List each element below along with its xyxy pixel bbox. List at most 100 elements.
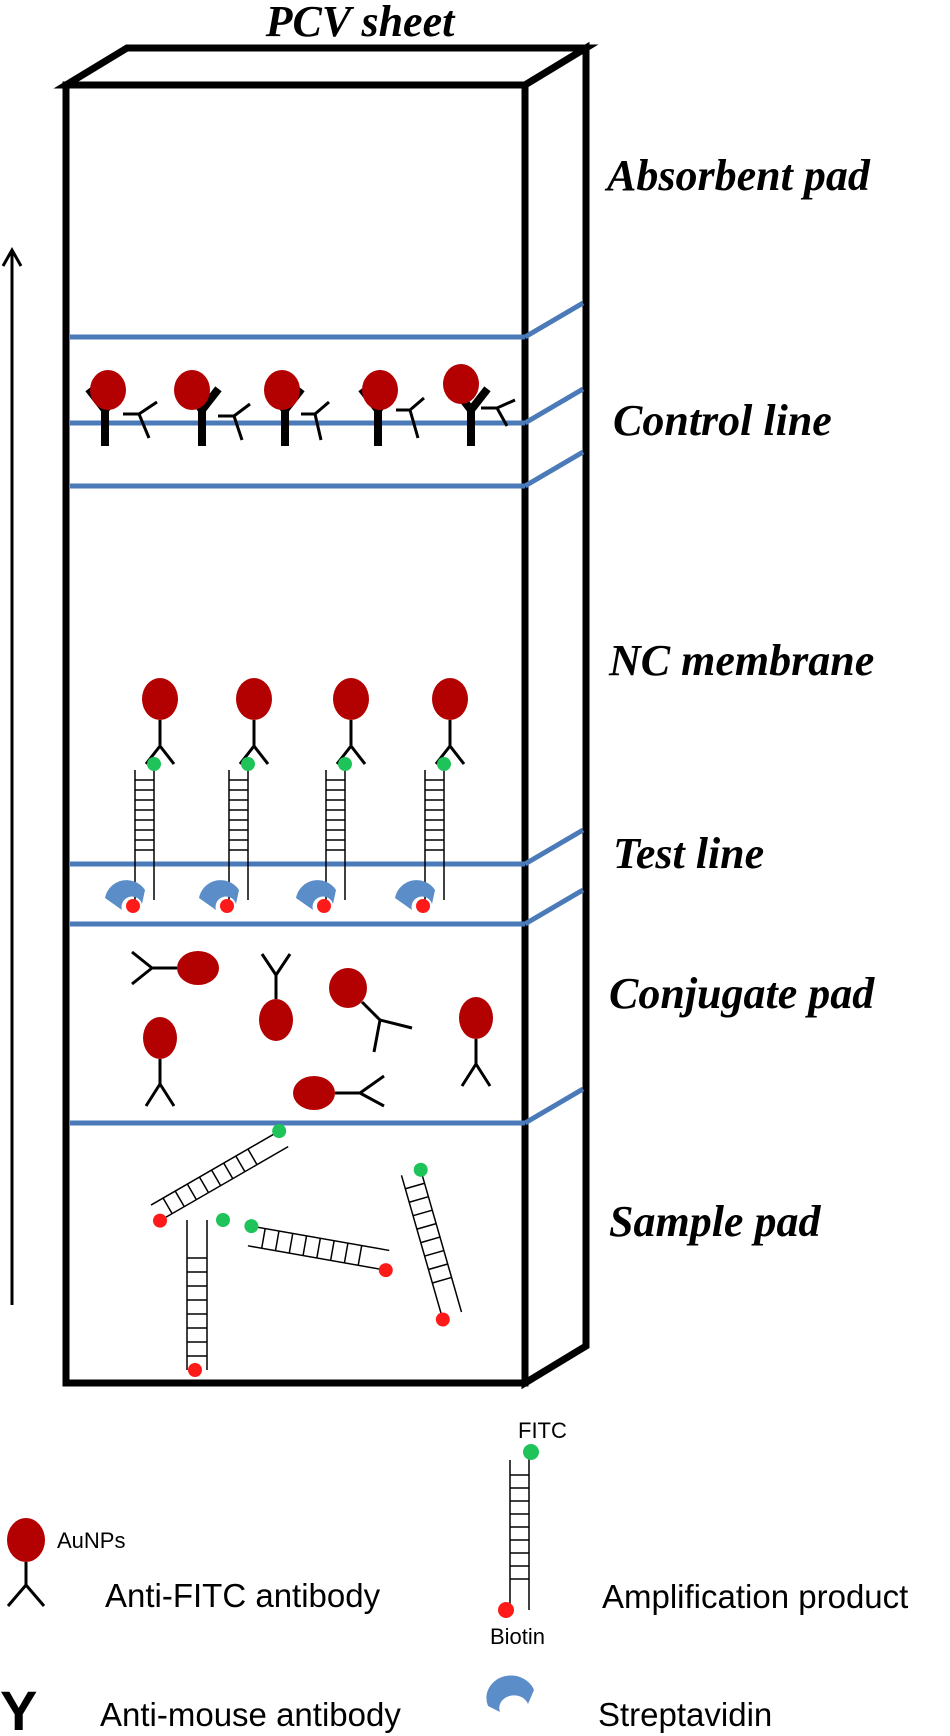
anti-fitc-antibody-icon — [123, 400, 158, 439]
streptavidin-icon — [395, 880, 435, 910]
amplification-product-icon — [134, 768, 155, 900]
fitc-dot — [338, 757, 352, 771]
strip-top-face — [53, 44, 599, 89]
biotin-dot — [126, 899, 140, 913]
label-absorbent-pad: Absorbent pad — [604, 151, 871, 200]
gold-nanoparticle-icon — [259, 999, 293, 1041]
amplification-product-icon — [400, 1162, 463, 1327]
legend-anti-mouse-label: Anti-mouse antibody — [100, 1696, 401, 1733]
amplification-product-icon — [150, 1124, 289, 1228]
conjugate-pad-particles — [131, 950, 493, 1110]
sample-pad-amplicons — [150, 1124, 463, 1377]
fitc-dot — [272, 1124, 287, 1139]
gold-nanoparticle-icon — [236, 678, 272, 720]
strip-front-face — [62, 81, 529, 1387]
conjugate-particle — [293, 1074, 385, 1110]
streptavidin-icon — [199, 880, 239, 910]
legend-fitc-dot — [523, 1444, 539, 1460]
legend-biotin-dot — [498, 1602, 514, 1618]
gold-nanoparticle-icon — [293, 1076, 335, 1110]
gold-nanoparticle-icon — [177, 951, 219, 985]
gold-nanoparticle-icon — [362, 370, 398, 410]
amplification-product-icon — [325, 768, 346, 900]
fitc-dot — [413, 1162, 428, 1177]
legend-anti-mouse-antibody-icon: Y — [0, 1679, 37, 1736]
gold-nanoparticle-icon — [142, 678, 178, 720]
anti-fitc-antibody-icon — [481, 398, 516, 427]
test-complex — [296, 678, 369, 913]
biotin-dot — [317, 899, 331, 913]
legend-streptavidin-label: Streptavidin — [598, 1696, 772, 1733]
legend-biotin-label: Biotin — [490, 1624, 545, 1649]
zone-line-absorbent-side — [523, 300, 585, 340]
legend-gold-nanoparticle-icon — [7, 1518, 45, 1562]
conjugate-particle — [143, 1017, 177, 1107]
control-complex — [443, 364, 516, 446]
anti-fitc-antibody-icon — [218, 402, 251, 441]
zone-line-conjugate-bottom-side — [523, 1086, 585, 1126]
label-nc-membrane: NC membrane — [608, 636, 874, 685]
amplification-product-icon — [244, 1219, 393, 1278]
label-conjugate-pad: Conjugate pad — [609, 969, 875, 1018]
gold-nanoparticle-icon — [432, 678, 468, 720]
legend-amplification-label: Amplification product — [602, 1578, 908, 1615]
amplification-product-icon — [186, 1213, 230, 1377]
label-sample-pad: Sample pad — [609, 1197, 821, 1246]
control-complex — [174, 370, 251, 446]
legend-aunps-label: AuNPs — [57, 1528, 125, 1553]
legend-anti-fitc-label: Anti-FITC antibody — [105, 1577, 381, 1614]
legend-fitc-label: FITC — [518, 1418, 567, 1443]
strip-box — [53, 41, 599, 1390]
zone-line-test-top-side — [523, 827, 585, 867]
conjugate-particle — [459, 997, 493, 1087]
test-complex — [105, 678, 178, 913]
legend-amplification-product-icon — [509, 1453, 530, 1610]
fitc-dot — [216, 1213, 230, 1227]
title-pcv-sheet: PCV sheet — [265, 0, 456, 46]
gold-nanoparticle-icon — [329, 968, 367, 1008]
zone-lines — [70, 300, 585, 1126]
gold-nanoparticle-icon — [90, 370, 126, 410]
zone-line-test-bottom-side — [523, 887, 585, 927]
amplification-product-icon — [228, 768, 249, 900]
biotin-dot — [220, 899, 234, 913]
streptavidin-icon — [105, 880, 145, 910]
anti-fitc-antibody-icon — [396, 396, 425, 439]
legend-anti-fitc-antibody-icon — [6, 1562, 46, 1607]
fitc-dot — [437, 757, 451, 771]
gold-nanoparticle-icon — [264, 370, 300, 410]
control-complex — [85, 370, 158, 446]
gold-nanoparticle-icon — [333, 678, 369, 720]
biotin-dot — [416, 899, 430, 913]
amplification-product-icon — [424, 768, 445, 900]
anti-fitc-antibody-icon — [335, 1074, 385, 1108]
test-complex — [395, 678, 468, 913]
anti-fitc-antibody-icon — [260, 953, 292, 999]
conjugate-particle — [329, 968, 413, 1053]
flow-arrow-head — [1, 246, 23, 267]
label-control-line: Control line — [613, 396, 832, 445]
fitc-dot — [241, 757, 255, 771]
gold-nanoparticle-icon — [174, 370, 210, 410]
anti-fitc-antibody-icon — [144, 1059, 176, 1107]
streptavidin-icon — [296, 880, 336, 910]
fitc-dot — [244, 1219, 259, 1234]
gold-nanoparticle-icon — [443, 364, 479, 404]
anti-fitc-antibody-icon — [460, 1039, 492, 1087]
anti-fitc-antibody-icon — [360, 1000, 413, 1053]
fitc-dot — [147, 757, 161, 771]
biotin-dot — [378, 1263, 393, 1278]
conjugate-particle — [259, 953, 293, 1041]
gold-nanoparticle-icon — [143, 1017, 177, 1059]
legend: AuNPs Anti-FITC antibody Y Anti-mouse an… — [0, 1418, 908, 1736]
gold-nanoparticle-icon — [459, 997, 493, 1039]
zone-line-control-top-side — [523, 386, 585, 426]
control-complex — [264, 370, 330, 446]
strip-side-face — [521, 41, 590, 1390]
legend-streptavidin-icon — [486, 1675, 534, 1712]
zone-line-control-bottom-side — [523, 449, 585, 489]
biotin-dot — [153, 1213, 167, 1228]
anti-fitc-antibody-icon — [301, 400, 330, 441]
test-complex — [199, 678, 272, 913]
test-line-complexes — [105, 678, 468, 913]
